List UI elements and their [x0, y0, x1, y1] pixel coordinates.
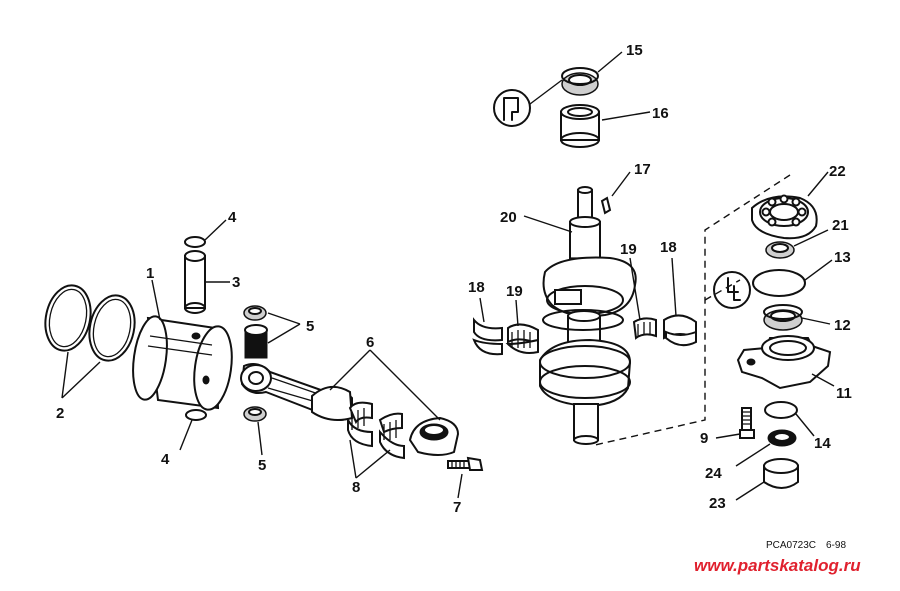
callout-22: 22	[829, 163, 846, 180]
o-ring-24	[767, 429, 797, 447]
callout-8: 8	[352, 479, 360, 496]
diagram-reference-date: 6-98	[826, 540, 846, 551]
assembly-line-lower	[704, 279, 741, 301]
callout-14: 14	[814, 435, 831, 452]
leader-lines	[61, 51, 835, 501]
washer-bottom	[243, 406, 267, 422]
connecting-rod	[240, 363, 354, 421]
callout-2: 2	[56, 405, 64, 422]
seal-top	[561, 67, 599, 96]
ball-bearing	[751, 194, 818, 240]
callout-19-left: 19	[506, 283, 523, 300]
callout-18-right: 18	[660, 239, 677, 256]
callout-7: 7	[453, 499, 461, 516]
callout-19-right: 19	[620, 241, 637, 258]
callout-24: 24	[705, 465, 722, 482]
seal-12	[763, 304, 803, 331]
pin-retainer-top	[184, 236, 206, 248]
needle-bearing	[244, 324, 268, 359]
screw-9	[739, 407, 755, 439]
sealant-icon-right	[713, 271, 751, 309]
callout-23: 23	[709, 495, 726, 512]
retaining-ring-21	[765, 241, 795, 259]
rod-bearing-halves	[347, 401, 405, 460]
bearing-housing	[736, 335, 832, 390]
callout-9: 9	[700, 430, 708, 447]
callout-4-top: 4	[228, 209, 237, 226]
callout-5-bottom: 5	[258, 457, 266, 474]
callout-13: 13	[834, 249, 851, 266]
rod-cap-screw	[447, 456, 484, 471]
callout-17: 17	[634, 161, 651, 178]
piston-pin	[184, 250, 206, 314]
callout-6: 6	[366, 334, 374, 351]
pin-retainer-bottom	[185, 409, 207, 421]
callout-12: 12	[834, 317, 851, 334]
main-bearing-right	[632, 314, 697, 347]
callout-5-top: 5	[306, 318, 314, 335]
o-ring-13	[752, 269, 806, 297]
callout-11: 11	[836, 385, 852, 402]
callout-3: 3	[232, 274, 240, 291]
callout-18-left: 18	[468, 279, 485, 296]
callout-16: 16	[652, 105, 669, 122]
callout-1: 1	[146, 265, 154, 282]
callout-4-bottom: 4	[161, 451, 170, 468]
piston	[132, 315, 233, 411]
o-ring-14	[764, 401, 798, 419]
main-bearing-left	[472, 317, 539, 356]
diagram-reference-code: PCA0723C	[766, 540, 816, 551]
washer-top	[243, 305, 267, 321]
cap-23	[763, 458, 799, 489]
key	[600, 196, 612, 215]
callout-15: 15	[626, 42, 643, 59]
sealant-icon-top	[493, 89, 531, 127]
callout-21: 21	[832, 217, 849, 234]
callout-20: 20	[500, 209, 517, 226]
assembly-line-upper	[594, 174, 791, 446]
piston-rings	[44, 284, 136, 362]
rod-cap	[408, 416, 460, 456]
crankshaft	[539, 186, 637, 445]
bearing-top	[560, 104, 600, 148]
watermark-url: www.partskatalog.ru	[694, 556, 861, 575]
